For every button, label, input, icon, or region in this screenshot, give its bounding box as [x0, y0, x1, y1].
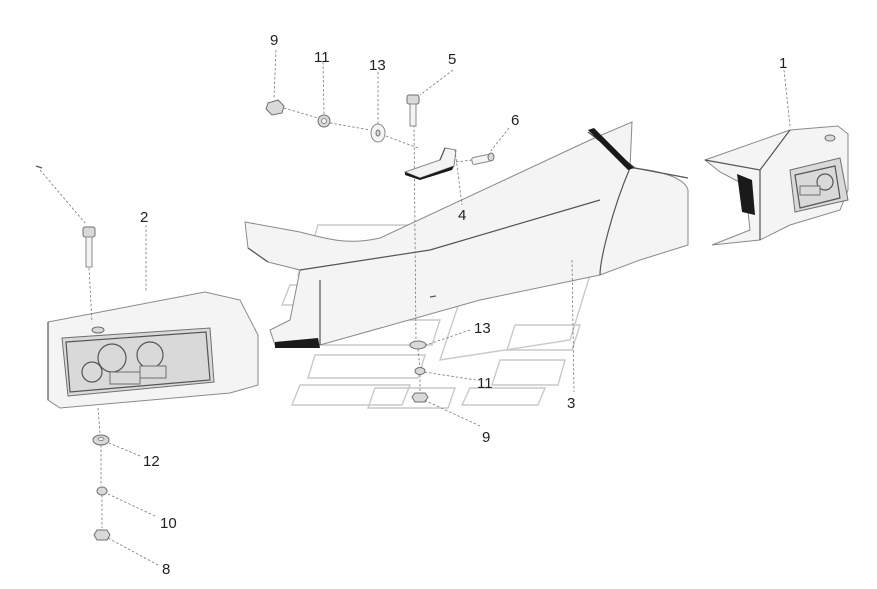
callout-11-upper: 11 — [314, 49, 330, 66]
callout-11-lower: 11 — [477, 375, 493, 392]
washer-13-lower — [409, 340, 427, 350]
washer-13-upper — [370, 123, 386, 143]
lamp-housing-right — [703, 125, 849, 246]
callout-12: 12 — [143, 453, 160, 470]
pin-6 — [471, 152, 495, 165]
nut-9-lower — [411, 392, 429, 403]
callout-13-lower: 13 — [474, 320, 491, 337]
callout-9-upper: 9 — [270, 32, 278, 49]
bolt-left — [82, 226, 96, 268]
bolt-5 — [406, 94, 420, 127]
callout-10: 10 — [160, 515, 177, 532]
callout-2: 2 — [140, 209, 148, 226]
lock-washer-11-lower — [414, 367, 426, 375]
bracket-4 — [403, 147, 457, 180]
callout-3: 3 — [567, 395, 575, 412]
washer-12 — [92, 434, 110, 446]
callout-9-lower: 9 — [482, 429, 490, 446]
nut-9-upper — [265, 99, 285, 116]
callout-1: 1 — [779, 55, 787, 72]
callout-8: 8 — [162, 561, 170, 578]
nut-8 — [93, 529, 111, 541]
fender-panel — [244, 121, 689, 348]
callout-13-upper: 13 — [369, 57, 386, 74]
lamp-housing-left — [47, 291, 259, 409]
lock-washer-10 — [96, 486, 108, 496]
callout-4: 4 — [458, 207, 466, 224]
callout-5: 5 — [448, 51, 456, 68]
callout-6: 6 — [511, 112, 519, 129]
lock-washer-11-upper — [317, 114, 331, 128]
